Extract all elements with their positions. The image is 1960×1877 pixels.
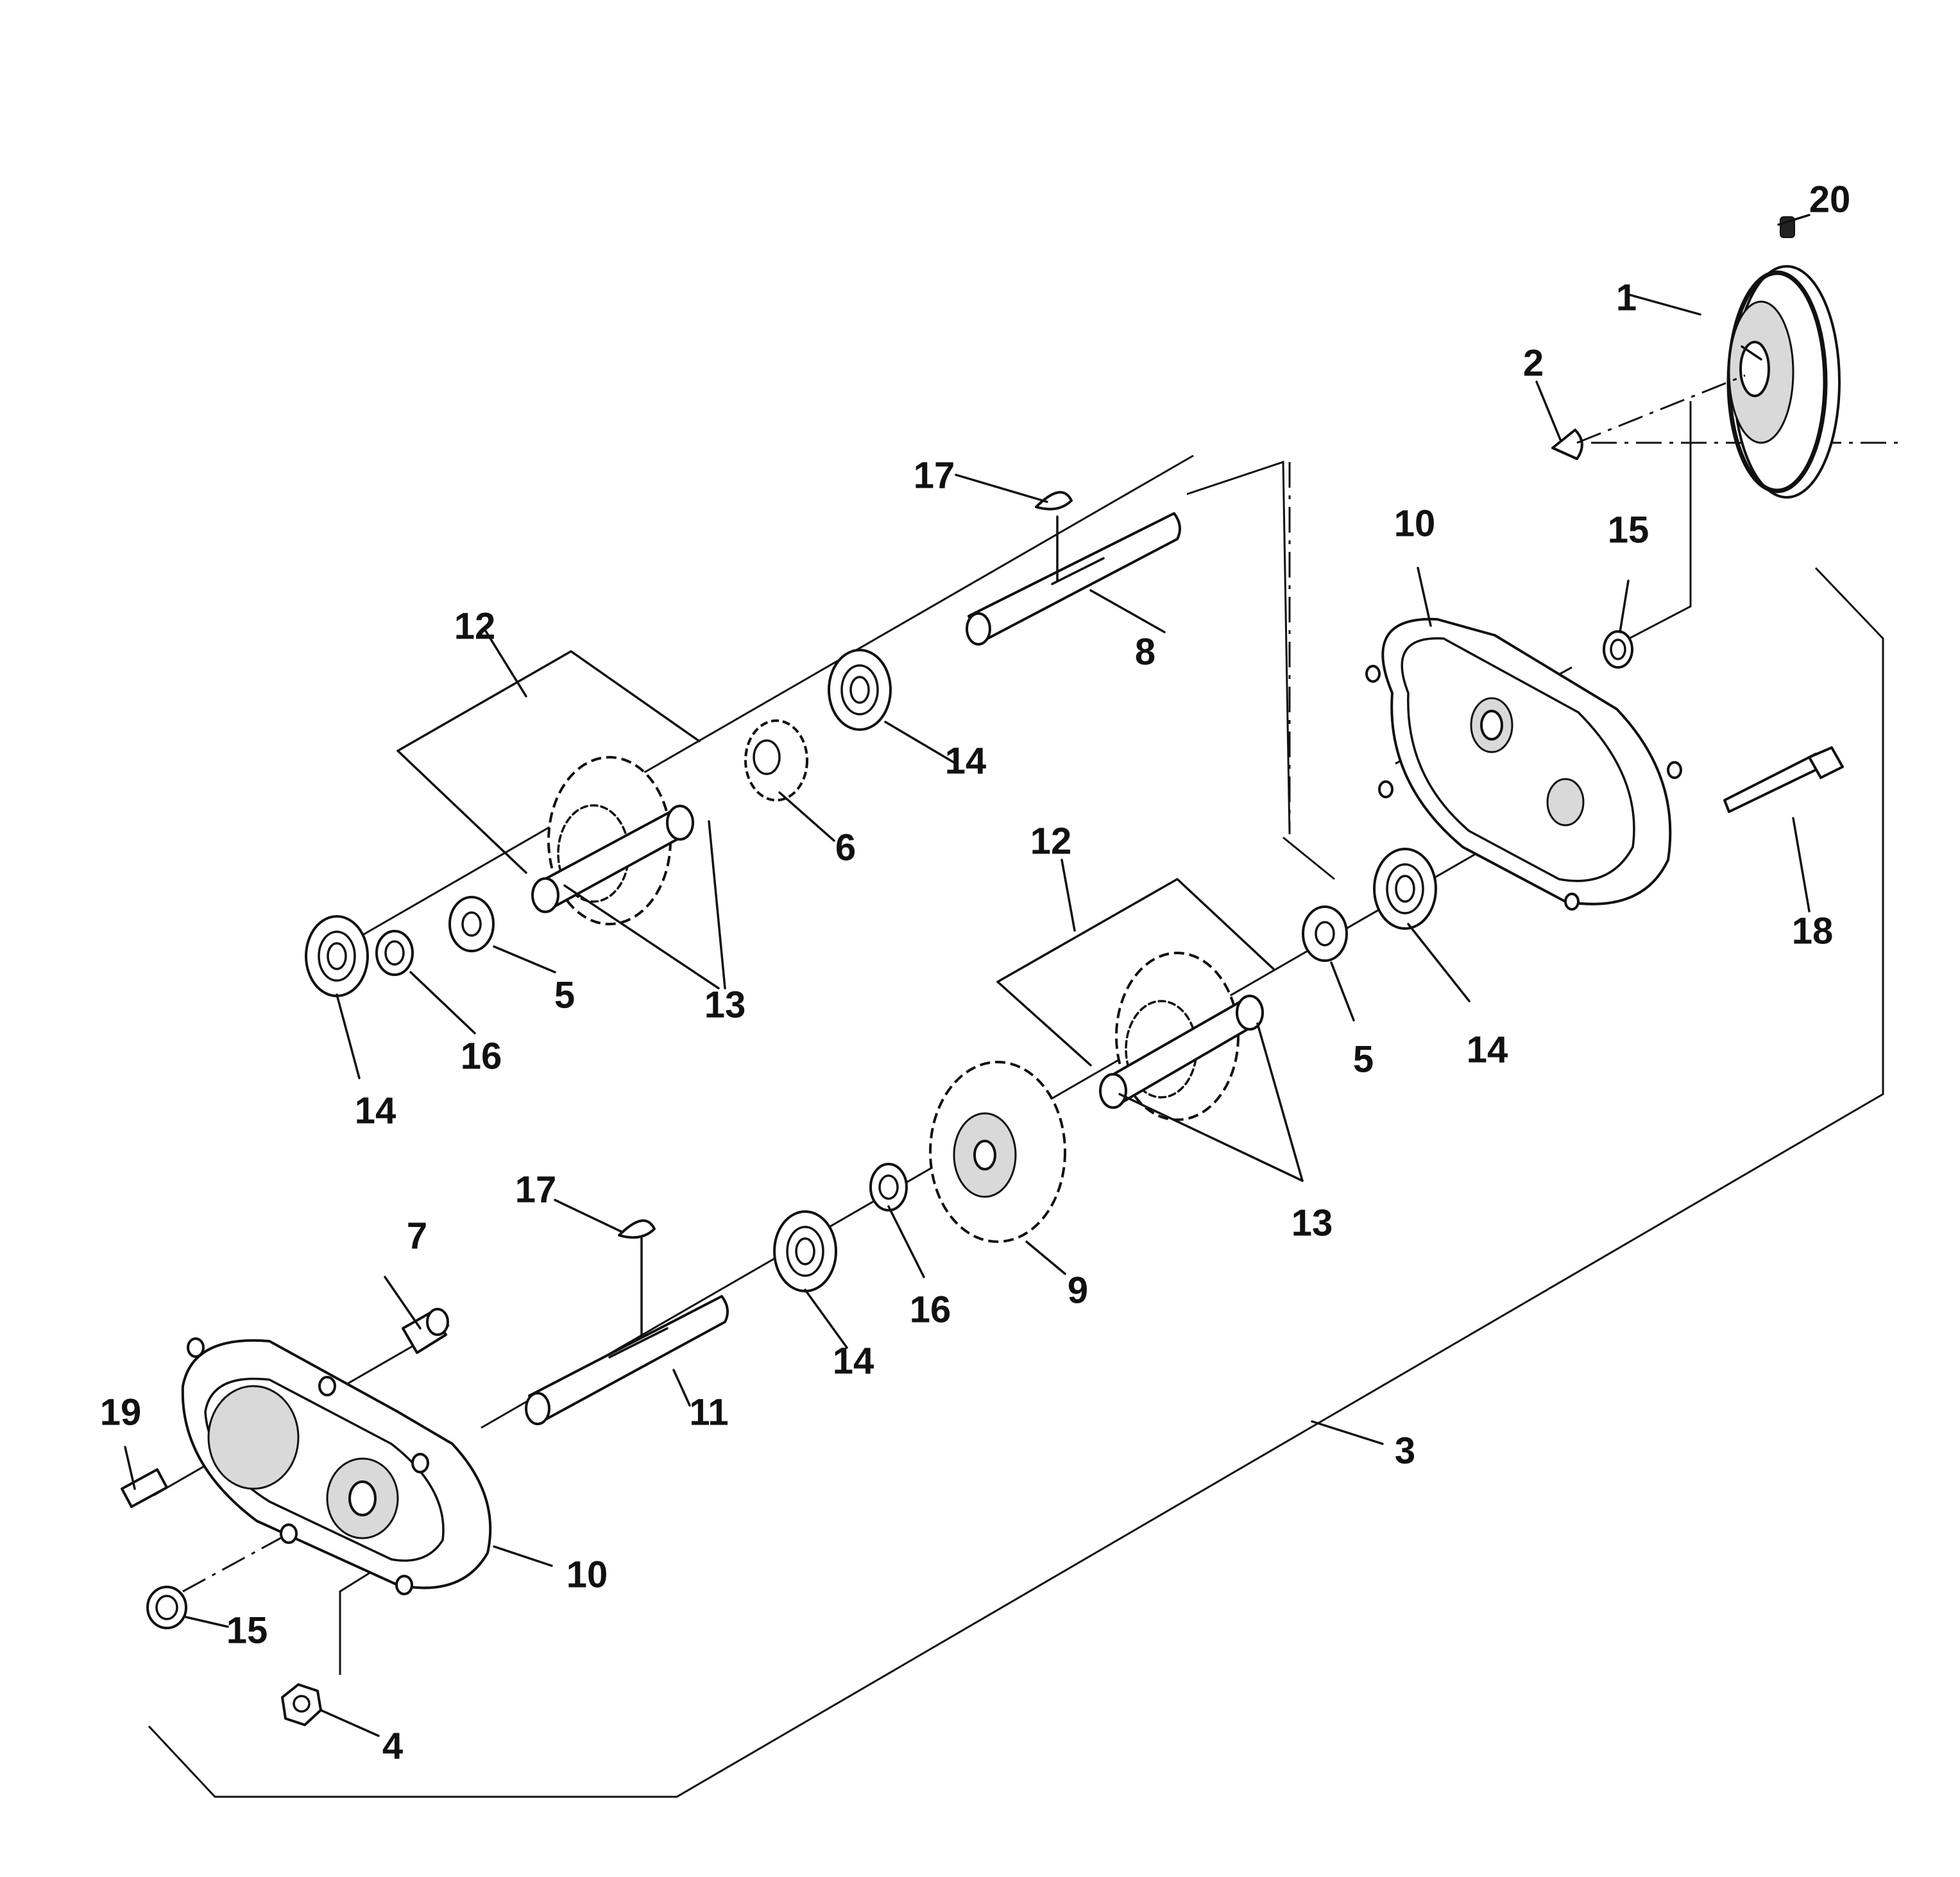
callout-labels: 20 1 2 17 10 15 12 8 14 6 12 5 13 16 18 … [100, 178, 1851, 1767]
label-14-right: 14 [1467, 1029, 1508, 1070]
label-10-upper: 10 [1394, 502, 1436, 544]
label-9: 9 [1068, 1269, 1088, 1311]
label-14-upper: 14 [945, 740, 987, 782]
housing-half-lower [181, 1337, 492, 1595]
label-15-lower: 15 [226, 1609, 268, 1651]
bushing [402, 1308, 449, 1354]
label-6: 6 [835, 827, 856, 868]
thrust-washer-right [1302, 905, 1348, 962]
hex-bolt [1723, 746, 1844, 813]
label-7: 7 [407, 1215, 427, 1256]
label-5-left: 5 [554, 974, 575, 1016]
label-12-lower: 12 [1030, 820, 1072, 862]
label-12-upper: 12 [454, 605, 496, 647]
assembly-bracket [148, 567, 1884, 1798]
shaft-key-upper [1035, 491, 1073, 511]
label-14-lower: 14 [833, 1340, 874, 1382]
ball-bearing-left [305, 915, 369, 997]
cluster-gear-lower [1099, 952, 1264, 1121]
label-17-lower: 17 [515, 1169, 557, 1210]
label-19: 19 [100, 1391, 142, 1433]
woodruff-key [1551, 374, 1746, 460]
leader-lines [124, 214, 1811, 1737]
lower-shaft [525, 1237, 729, 1425]
label-10-lower: 10 [567, 1554, 608, 1595]
label-3: 3 [1395, 1430, 1415, 1471]
hex-nut [281, 1683, 322, 1726]
label-4: 4 [382, 1725, 403, 1767]
label-16-lower: 16 [910, 1289, 951, 1330]
label-15-upper: 15 [1608, 509, 1649, 551]
label-1: 1 [1616, 277, 1637, 318]
housing-half-upper [1365, 617, 1682, 911]
label-13-lower: 13 [1291, 1202, 1333, 1244]
label-18: 18 [1792, 910, 1834, 952]
shaft-key-lower [618, 1219, 656, 1239]
label-13-upper: 13 [704, 984, 746, 1025]
label-8: 8 [1135, 631, 1155, 673]
ball-bearing-lower [773, 1210, 837, 1292]
label-20: 20 [1809, 178, 1851, 220]
retaining-ring-lower [869, 1163, 908, 1212]
oil-seal-lower [146, 1586, 187, 1629]
label-2: 2 [1523, 342, 1544, 384]
ball-bearing-upper [828, 649, 892, 731]
oil-seal-upper [1603, 630, 1633, 669]
cluster-gear-upper [531, 756, 694, 925]
label-17-upper: 17 [914, 454, 955, 496]
pinion-gear [744, 719, 808, 801]
drain-plug [121, 1468, 168, 1508]
retaining-ring-left [375, 930, 414, 976]
label-11: 11 [689, 1391, 728, 1433]
label-14-left: 14 [355, 1090, 396, 1131]
pulley [1726, 265, 1841, 499]
upper-shaft [966, 512, 1181, 646]
label-16-left: 16 [461, 1035, 502, 1077]
spur-gear [929, 1061, 1066, 1243]
thrust-washer-left [448, 896, 495, 952]
label-5-right: 5 [1353, 1038, 1374, 1080]
ball-bearing-right [1373, 848, 1437, 930]
